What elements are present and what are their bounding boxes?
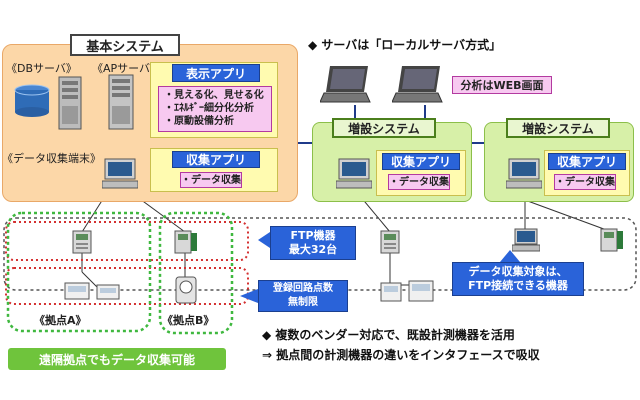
ftp-device-ext2-icon (600, 228, 623, 252)
web-client-laptop-1-icon (320, 66, 371, 103)
meter-b-icon (175, 276, 197, 304)
ftp-callout-line-2: 最大32台 (288, 243, 338, 256)
ftp-device-ext1-icon (380, 230, 400, 254)
base-collect-feature-box: ・データ収集 (180, 172, 242, 188)
circuit-callout: 登録回路点数 無制限 (258, 280, 348, 312)
terminal-label: 《データ収集端末》 (2, 152, 101, 165)
meter-a2-icon (96, 284, 120, 300)
meter-ext1a-icon (380, 282, 402, 302)
remote-collection-banner: 遠隔拠点でもデータ収集可能 (8, 348, 226, 370)
extension-1-feature-box: ・データ収集 (388, 174, 450, 190)
ap-server-label: 《APサーバ》 (92, 62, 162, 75)
collect-target-callout: データ収集対象は、 FTP接続できる機器 (452, 262, 584, 296)
display-feature-1: ・見える化、見せる化 (164, 90, 264, 101)
bottom-note-2: ⇒ 拠点間の計測機器の違いをインタフェースで吸収 (262, 348, 540, 362)
db-server-tower-icon (58, 76, 82, 130)
server-note: ◆ サーバは「ローカルサーバ方式」 (308, 38, 502, 52)
ap-server-tower-icon (108, 74, 134, 130)
base-collect-app-header: 収集アプリ (172, 151, 260, 168)
extension-2-feature-box: ・データ収集 (554, 174, 616, 190)
site-a-label: 《拠点A》 (34, 314, 87, 327)
ext2-client-pc-icon (512, 228, 540, 252)
display-features-box: ・見える化、見せる化 ・ｴﾈﾙｷﾞｰ細分化分析 ・原動設備分析 (158, 86, 272, 132)
display-feature-2: ・ｴﾈﾙｷﾞｰ細分化分析 (164, 103, 254, 114)
display-feature-3: ・原動設備分析 (164, 116, 234, 127)
extension-1-pc-icon (336, 158, 372, 189)
web-analysis-label: 分析はWEB画面 (452, 76, 552, 94)
base-system-title: 基本システム (70, 34, 180, 56)
collect-target-line-1: データ収集対象は、 (468, 265, 568, 278)
web-client-laptop-2-icon (392, 66, 443, 103)
ftp-callout-line-1: FTP機器 (290, 229, 336, 242)
meter-a1-icon (64, 282, 90, 300)
extension-2-pc-icon (506, 158, 542, 189)
bottom-note-1: ◆ 複数のベンダー対応で、既設計測機器を活用 (262, 328, 515, 342)
extension-2-app-header: 収集アプリ (548, 153, 626, 170)
display-app-header: 表示アプリ (172, 64, 260, 82)
ftp-device-b-icon (174, 230, 197, 254)
circuit-callout-line-2: 無制限 (288, 297, 318, 308)
extension-system-1-title: 増設システム (332, 118, 436, 138)
circuit-callout-line-1: 登録回路点数 (273, 283, 333, 294)
db-server-label: 《DBサーバ》 (6, 62, 77, 75)
database-icon (14, 84, 50, 117)
collect-target-line-2: FTP接続できる機器 (468, 279, 568, 292)
ftp-device-callout: FTP機器 最大32台 (270, 226, 356, 260)
site-b-label: 《拠点B》 (162, 314, 215, 327)
data-terminal-pc-icon (102, 158, 138, 189)
ftp-device-a-icon (72, 230, 92, 254)
extension-system-2-title: 増設システム (506, 118, 610, 138)
meter-ext1b-icon (408, 280, 434, 302)
extension-1-app-header: 収集アプリ (382, 153, 460, 170)
